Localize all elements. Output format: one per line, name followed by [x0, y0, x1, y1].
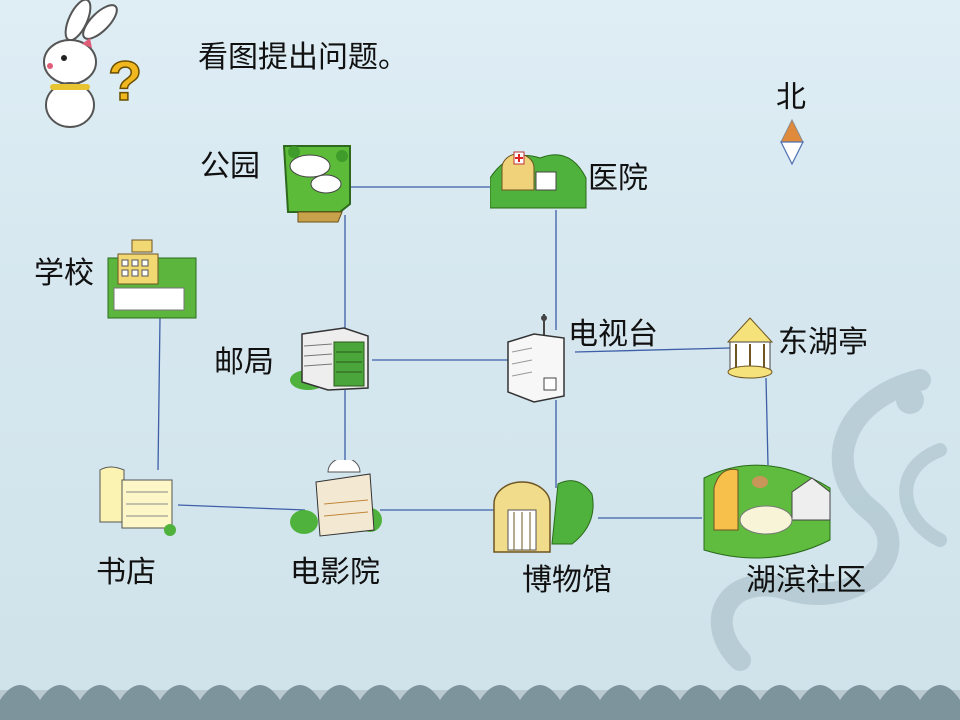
- road-tv-pavilion: [574, 347, 731, 353]
- tv-station-icon: [507, 314, 565, 403]
- school-icon: [107, 239, 197, 319]
- label-cinema: 电影院: [290, 555, 380, 590]
- label-park: 公园: [200, 149, 260, 184]
- label-hospital: 医院: [588, 161, 648, 196]
- pavilion-icon: [726, 317, 774, 379]
- north-label: 北: [776, 80, 806, 115]
- label-museum: 博物馆: [522, 563, 612, 598]
- page-title: 看图提出问题。: [198, 40, 408, 75]
- label-tv-station: 电视台: [568, 317, 658, 352]
- label-community: 湖滨社区: [746, 563, 866, 598]
- bookstore-icon: [99, 466, 176, 536]
- museum-icon: [493, 480, 594, 553]
- svg-text:?: ?: [108, 49, 140, 112]
- label-bookstore: 书店: [96, 555, 156, 590]
- wave-border: [0, 685, 960, 720]
- rabbit-question-icon: ?: [43, 0, 140, 128]
- community-icon: [703, 464, 831, 559]
- north-arrow-icon: [780, 118, 804, 166]
- label-post-office: 邮局: [214, 345, 274, 380]
- dragon-watermark-icon: [710, 369, 947, 671]
- road-bookstore-cinema: [177, 504, 306, 511]
- park-icon: [282, 145, 351, 223]
- label-pavilion: 东湖亭: [778, 325, 868, 360]
- cinema-icon: [290, 460, 382, 537]
- hospital-icon: [490, 151, 587, 209]
- post-office-icon: [290, 327, 369, 391]
- road-school-bookstore: [157, 317, 161, 471]
- label-school: 学校: [34, 256, 94, 291]
- road-pavilion-community: [765, 377, 769, 466]
